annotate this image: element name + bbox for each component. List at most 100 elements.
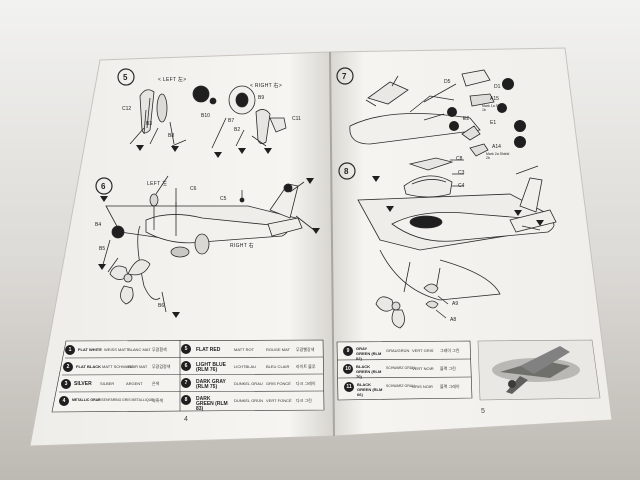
legend-color-name: BLACK GREEN (RLM 70) xyxy=(356,364,382,379)
left-legend-number-badges xyxy=(59,344,191,406)
part-label: B8 xyxy=(168,133,175,139)
legend-color-name: FLAT RED xyxy=(196,347,221,353)
legend-color-de: EISENFARBIG xyxy=(98,398,122,402)
part-label: D1 xyxy=(494,84,501,90)
legend-number: 3 xyxy=(64,381,68,387)
right-legend-number-badges xyxy=(343,346,354,392)
legend-number: 2 xyxy=(66,364,70,370)
legend-color-kr: 다크 그레이 xyxy=(296,381,316,386)
left-page-number: 4 xyxy=(184,416,188,423)
legend-number: 9 xyxy=(346,348,350,354)
step-5-diagram xyxy=(117,68,287,149)
legend-number: 8 xyxy=(184,397,188,403)
legend-color-name: BLACK GREEN (RLM 66) xyxy=(357,382,383,397)
legend-color-name: METALLIC GRAY xyxy=(72,398,101,402)
legend-color-fr: GRIS METALLIQUE xyxy=(122,398,154,402)
legend-color-de: LICHTBLAU xyxy=(234,364,257,369)
legend-color-fr: VERT NOIR xyxy=(412,366,434,371)
booklet-spine xyxy=(329,51,335,437)
legend-color-fr: GRIS FONCÉ xyxy=(266,381,291,386)
step-8-number: 8 xyxy=(344,167,349,176)
legend-color-fr: ROUGE MAT xyxy=(266,347,290,352)
legend-color-kr: 다크 그린 xyxy=(296,398,312,403)
right-page-number: 5 xyxy=(481,408,485,415)
legend-color-name: FLAT BLACK xyxy=(76,364,102,369)
part-label: C12 xyxy=(122,106,132,112)
step-8-diagram xyxy=(338,157,557,329)
part-label: B9 xyxy=(258,95,265,101)
legend-color-name: SILVER xyxy=(74,381,92,387)
part-label: A14 xyxy=(492,144,501,150)
part-label: A9 xyxy=(452,301,459,307)
legend-color-kr: 무광빨강색 xyxy=(296,347,315,352)
legend-color-kr: 은색 xyxy=(152,381,160,386)
part-label: C6 xyxy=(190,186,197,192)
legend-number: 6 xyxy=(184,363,188,369)
legend-number: 1 xyxy=(68,347,72,353)
legend-color-kr: 라이트 블루 xyxy=(296,364,316,369)
legend-color-de: DUNKEL GRÜN xyxy=(234,398,263,403)
step-5-arrows xyxy=(136,145,272,158)
step-8-badge xyxy=(338,162,356,180)
legend-color-kr: 그레이 그린 xyxy=(440,348,460,353)
left-paint-legend xyxy=(51,339,325,413)
part-label: C11 xyxy=(292,116,301,122)
legend-color-de: SCHWARZ GRAU xyxy=(386,384,415,388)
step-6-number: 6 xyxy=(101,182,106,191)
legend-color-kr: 무광검정색 xyxy=(152,364,171,369)
part-label: A8 xyxy=(450,317,457,323)
step-7-note: Mark 2a Shield 2b xyxy=(486,152,510,160)
legend-number: 4 xyxy=(62,398,66,404)
legend-color-de: SCHWARZ GRÜN xyxy=(386,366,415,370)
legend-color-fr: GRIS NOIR xyxy=(412,384,433,389)
part-label: C5 xyxy=(220,196,227,202)
step-6-right-label: RIGHT 右 xyxy=(230,243,254,249)
part-label: C3 xyxy=(458,170,465,176)
legend-color-fr: BLEU CLAIR xyxy=(266,364,290,369)
legend-color-de: GRAUGRÜN xyxy=(386,348,410,353)
step-7-note: Mark 1a Shield 1b xyxy=(482,104,506,112)
finished-model-photo xyxy=(477,339,601,401)
part-label: B3 xyxy=(146,121,153,127)
legend-number: 11 xyxy=(346,384,352,390)
step-6-badge xyxy=(95,177,113,195)
step-5-left-label: < LEFT 左> xyxy=(158,77,187,83)
legend-color-kr: 회흑색 xyxy=(152,398,164,403)
legend-color-fr: VERT FONCÉ xyxy=(266,398,292,403)
legend-color-kr: 블랙 그린 xyxy=(440,366,456,371)
step-5-number: 5 xyxy=(123,73,128,82)
legend-number: 7 xyxy=(184,380,188,386)
legend-number: 10 xyxy=(345,366,351,372)
step-6-diagram xyxy=(95,175,315,313)
legend-color-de: MATT ROT xyxy=(234,347,255,352)
part-label: A15 xyxy=(490,96,499,102)
legend-color-name: FLAT WHITE xyxy=(78,347,102,352)
step-7-number: 7 xyxy=(342,72,347,81)
part-label: C4 xyxy=(458,183,465,189)
part-label: B7 xyxy=(228,118,235,124)
step-7-diagram xyxy=(336,67,495,157)
legend-color-name: DARK GRAY (RLM 75) xyxy=(196,379,226,390)
part-label: B10 xyxy=(201,113,210,119)
legend-color-name: GRAY GREEN (RLM 02) xyxy=(356,346,382,361)
legend-color-kr: 무광흰색 xyxy=(152,347,167,352)
legend-color-de: SILBER xyxy=(100,381,115,386)
legend-color-de: WEISS MATT xyxy=(104,347,129,352)
legend-color-fr: NOIR MAT xyxy=(128,364,148,369)
part-label: B6 xyxy=(158,303,165,309)
legend-number: 5 xyxy=(184,346,188,352)
legend-color-de: DUNKEL GRAU xyxy=(234,381,263,386)
step-5-right-label: < RIGHT 右> xyxy=(250,83,283,89)
legend-color-name: LIGHT BLUE (RLM 76) xyxy=(196,362,226,373)
step-5-badge xyxy=(117,68,135,86)
part-label: D5 xyxy=(444,79,451,85)
legend-color-fr: BLANC MAT xyxy=(128,347,151,352)
part-label: C8 xyxy=(456,156,463,162)
step-6-left-label: LEFT 左 xyxy=(147,181,168,187)
step-7-badge xyxy=(336,67,354,85)
part-label: E1 xyxy=(490,120,497,126)
part-label: E2 xyxy=(463,116,470,122)
step-6-arrows xyxy=(98,178,320,318)
part-label: B4 xyxy=(95,222,102,228)
